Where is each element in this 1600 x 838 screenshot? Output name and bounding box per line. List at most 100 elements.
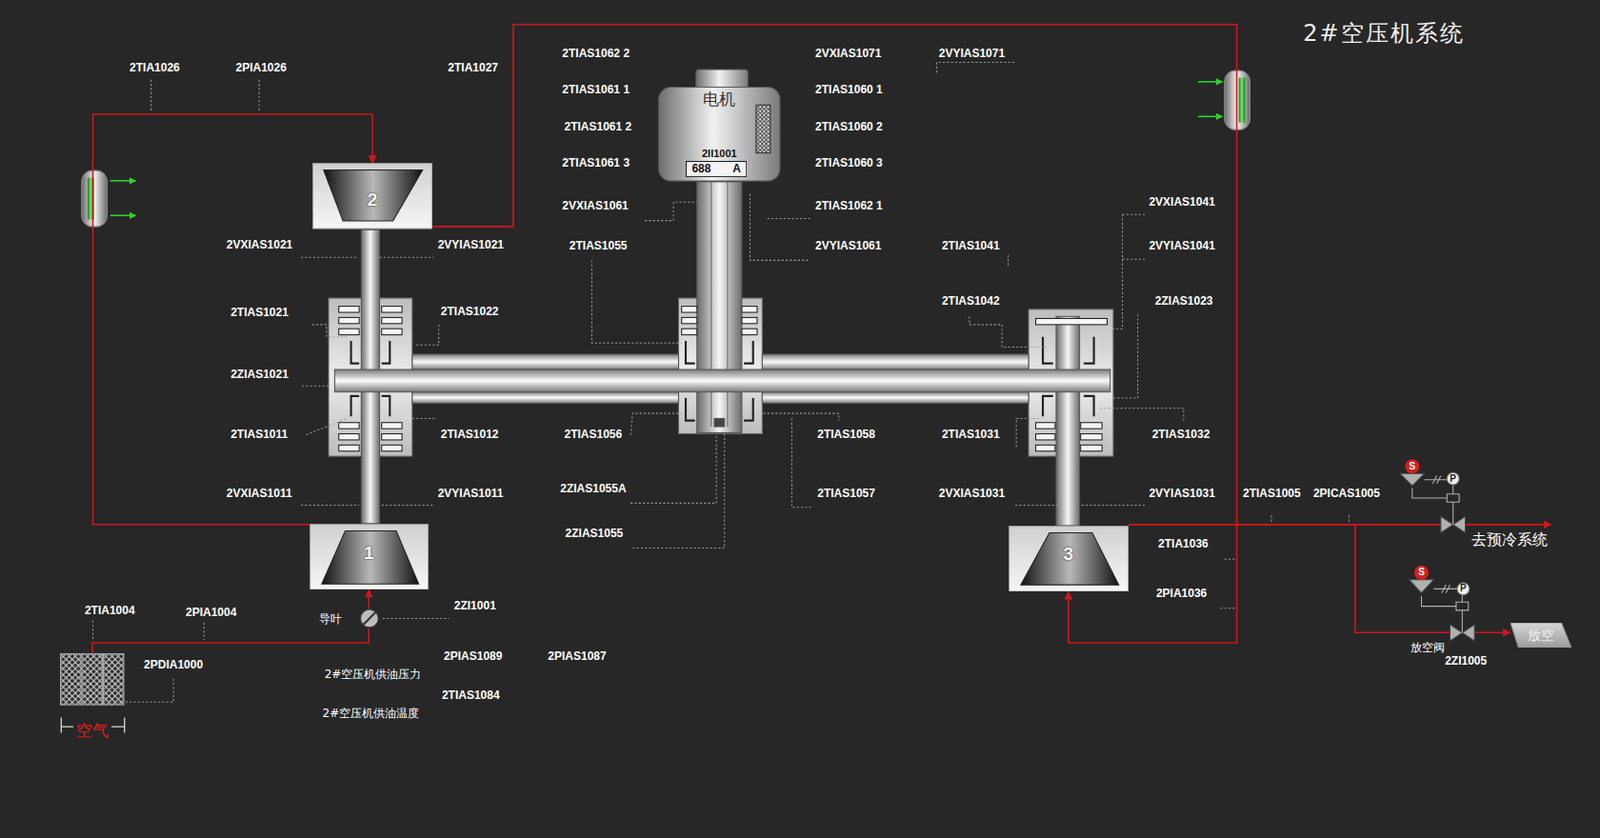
seal-rings [339,328,360,335]
horizontal-shaft [412,392,680,404]
annotation: 去预冷系统 [1471,530,1548,550]
tag-number: 2TIAS1005 [1242,485,1301,501]
seal-rings [339,444,360,451]
compressor-stage: 2 [312,162,433,230]
cooling-water-arrow [110,214,137,217]
node-text: 1 [363,542,375,564]
cooling-water-arrow [1198,80,1223,83]
tag-number: 2TIAS1061 3 [561,155,630,171]
cooling-water-arrow [110,180,137,182]
current-display: 688A [685,160,747,178]
valve-symbol-letter: S [1418,566,1425,579]
node-text: 2 [367,189,379,211]
compressor-stage-shape [320,530,419,584]
tag-number: 2VYIAS1061 [815,238,881,254]
tag-number: 2TIAS1022 [440,303,500,320]
tag-number: 2ZIAS1023 [1155,293,1214,309]
tag-number: 2TIAS1021 [230,304,289,320]
leader-line [300,418,438,505]
seal-rings [339,422,360,429]
seal-rings [741,306,758,313]
vent-valve [1414,565,1429,580]
vertical-shaft [697,181,742,434]
tag-number: 2VXIAS1021 [226,237,293,253]
seal-rings [1080,422,1103,429]
seal-rings [381,422,402,429]
vent-silencer-shape [1510,622,1572,649]
annotation: 放空阀 [1410,640,1445,656]
tag-number: 2ZIAS1021 [230,366,289,382]
current-display-shape [686,161,747,178]
vertical-shaft [360,181,1080,526]
tag-number: 2TIAS1042 [941,293,1000,309]
vertical-shaft [714,418,725,427]
node-text: 688 [691,162,711,177]
seal-rings [381,328,402,335]
tag-number: 2VXIAS1041 [1148,194,1215,210]
intercooler [1239,78,1245,123]
tag-number: 2VYIAS1021 [438,237,504,253]
valve-symbol-letter: P [1460,582,1467,595]
guide-vane [362,612,376,625]
seal-rings [1036,434,1056,440]
tag-number: 2VXIAS1031 [939,485,1005,501]
tag-number: 2TIAS1060 1 [815,81,883,98]
annotation: 2#空压机供油温度 [322,705,420,721]
leader-line [969,314,1139,399]
air-pipe-connector [432,24,1237,643]
motor-cap [696,69,749,88]
tag-number: 2PIAS1087 [547,648,606,664]
annotation: 导叶 [319,611,342,627]
tag-number: 2ZIAS1055A [560,480,626,497]
motor-cap [696,69,749,88]
tag-number: 2TIA1026 [129,60,180,76]
seal-rings [1080,434,1103,440]
air-filter-shape [103,653,124,705]
tag-number: 2PDIA1000 [143,657,203,673]
tag-number: 2TIAS1084 [441,687,500,703]
seal-rings [339,306,360,313]
compressor-stage: 1 [309,523,429,591]
air-filter: 空气 [60,653,125,743]
tag-number: 2VYIAS1031 [1148,485,1215,501]
seal-rings [681,317,698,323]
leader-line [937,62,1017,75]
tag-number: 2ZI1001 [454,598,497,614]
tag-number: 2ZI1005 [1444,653,1487,669]
node-text: 2II1001 [701,146,738,160]
seal-rings [339,434,360,440]
seal-rings [1080,444,1103,451]
leader-line [382,515,1350,619]
control-valve [1400,459,1466,533]
vent-silencer: 放空 [1510,622,1572,649]
control-valve [1404,459,1420,474]
seal-rings [1036,318,1108,324]
screen-title: 2#空压机系统 [1302,18,1464,49]
seal-rings [1036,422,1056,429]
compressor-stage-shape [323,170,423,222]
control-valve [1400,473,1425,486]
tag-number: 2TIAS1057 [817,485,876,501]
tag-number: 2VYIAS1041 [1148,238,1215,254]
tag-number: 2TIAS1032 [1152,426,1211,442]
tag-number: 2TIAS1062 1 [815,198,883,214]
compressor-stage-shape [312,163,432,230]
tag-number: 2TIAS1011 [230,426,288,442]
annotation: 2#空压机供油压力 [324,666,422,682]
seal-rings [741,317,758,323]
tag-number: 2TIAS1060 2 [815,119,883,135]
tag-number: 2VXIAS1011 [226,485,293,501]
seal-rings [681,328,698,335]
vertical-shaft [1056,316,1080,526]
vent-valve [1409,580,1435,594]
leader-line [301,324,440,386]
leader-line [591,260,724,548]
compressor-stage-shape [309,523,428,590]
node-text: 空气 [73,721,112,741]
guide-vane [360,609,379,628]
valve-symbol-letter: P [1449,473,1457,485]
seal-rings [741,328,758,335]
